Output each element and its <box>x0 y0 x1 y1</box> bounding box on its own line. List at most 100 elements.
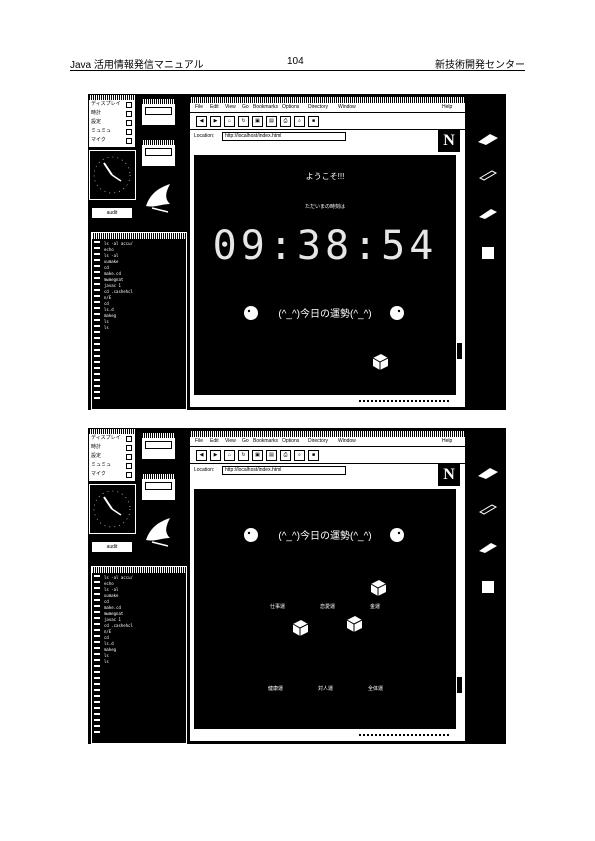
menu-item[interactable]: ミュミュ <box>89 127 135 136</box>
desktop-icon[interactable] <box>476 466 500 480</box>
menu-window[interactable]: Window <box>338 104 356 110</box>
desktop-icon[interactable] <box>476 246 500 260</box>
desktop-icon[interactable] <box>476 206 500 220</box>
header-org: 新技術開発センター <box>435 60 525 71</box>
images-icon[interactable]: ▣ <box>252 450 263 461</box>
terminal-line: cd <box>104 599 109 604</box>
menu-file[interactable]: File <box>195 438 204 444</box>
dice-icon[interactable] <box>290 617 310 637</box>
menu-item[interactable]: マイク <box>89 136 135 145</box>
location-label: Location: <box>194 467 215 473</box>
dice-icon[interactable] <box>368 577 388 597</box>
stop-icon[interactable]: ■ <box>308 450 319 461</box>
terminal-line: echo <box>104 581 114 586</box>
fortune-heading: (^_^)今日の運勢(^_^) <box>278 309 372 320</box>
menu-panel: ディスプレイ 時計 設定 ミュミュ マイク <box>88 428 136 482</box>
penguin-icon <box>388 525 406 543</box>
dice-icon[interactable] <box>370 351 390 371</box>
menu-item[interactable]: 設定 <box>89 118 135 127</box>
print-icon[interactable]: ⎙ <box>280 116 291 127</box>
location-input[interactable]: http://localhost/index.html <box>222 466 346 475</box>
terminal-line: ls <box>104 653 109 658</box>
find-icon[interactable]: ⌕ <box>294 450 305 461</box>
menu-item[interactable]: 設定 <box>89 452 135 461</box>
reload-icon[interactable]: ↻ <box>238 116 249 127</box>
forward-icon[interactable]: ▶ <box>210 116 221 127</box>
menu-item[interactable]: ディスプレイ <box>89 434 135 443</box>
menu-view[interactable]: View <box>225 438 236 444</box>
widget-window <box>141 98 176 126</box>
terminal-line: ls.d <box>104 641 114 646</box>
terminal-line: ls -al <box>104 253 119 258</box>
terminal-line: make.cd <box>104 605 121 610</box>
home-icon[interactable]: ⌂ <box>224 450 235 461</box>
location-bar: Location: http://localhost/index.html <box>190 464 465 476</box>
terminal-line: makeg <box>104 313 117 318</box>
desktop-icon[interactable] <box>476 168 500 182</box>
terminal-line: uumake <box>104 593 119 598</box>
browser-titlebar[interactable] <box>190 431 465 437</box>
menu-window[interactable]: Window <box>338 438 356 444</box>
header-title: Java 活用情報発信マニュアル <box>70 60 204 71</box>
find-icon[interactable]: ⌕ <box>294 116 305 127</box>
time-caption: ただいまの時刻は <box>304 204 345 210</box>
desktop-icon[interactable] <box>476 580 500 594</box>
browser-toolbar: ◀ ▶ ⌂ ↻ ▣ ▤ ⎙ ⌕ ■ <box>190 113 465 130</box>
terminal-line: n/E <box>104 629 112 634</box>
stop-icon[interactable]: ■ <box>308 116 319 127</box>
menu-help[interactable]: Help <box>442 104 453 110</box>
menu-go[interactable]: Go <box>242 104 249 110</box>
scrollbar[interactable] <box>455 489 463 729</box>
menu-options[interactable]: Options <box>282 104 300 110</box>
bird-icon <box>140 508 178 550</box>
browser-window: File Edit View Go Bookmarks Options Dire… <box>189 96 466 408</box>
menu-help[interactable]: Help <box>442 438 453 444</box>
home-icon[interactable]: ⌂ <box>224 116 235 127</box>
menu-item[interactable]: 時計 <box>89 109 135 118</box>
menu-file[interactable]: File <box>195 104 204 110</box>
open-icon[interactable]: ▤ <box>266 450 277 461</box>
browser-menubar: File Edit View Go Bookmarks Options Dire… <box>190 103 465 113</box>
screenshot-fortune: ディスプレイ 時計 設定 ミュミュ マイク audit ls -al accu/… <box>88 428 506 744</box>
menu-directory[interactable]: Directory <box>308 104 329 110</box>
back-icon[interactable]: ◀ <box>196 450 207 461</box>
menu-item[interactable]: ディスプレイ <box>89 100 135 109</box>
open-icon[interactable]: ▤ <box>266 116 277 127</box>
terminal-line: ls -al <box>104 587 119 592</box>
scrollbar[interactable] <box>455 155 463 395</box>
menu-edit[interactable]: Edit <box>210 438 219 444</box>
images-icon[interactable]: ▣ <box>252 116 263 127</box>
menu-go[interactable]: Go <box>242 438 249 444</box>
status-bar <box>194 731 456 739</box>
welcome-title: ようこそ!!! <box>305 172 345 181</box>
menu-item[interactable]: ミュミュ <box>89 461 135 470</box>
fortune-label: 全体運 <box>368 686 384 692</box>
menu-directory[interactable]: Directory <box>308 438 329 444</box>
desktop-icon[interactable] <box>476 502 500 516</box>
forward-icon[interactable]: ▶ <box>210 450 221 461</box>
menu-item[interactable]: マイク <box>89 470 135 479</box>
menu-view[interactable]: View <box>225 104 236 110</box>
analog-clock-icon <box>89 150 136 200</box>
page-number: 104 <box>287 56 304 67</box>
location-label: Location: <box>194 133 215 139</box>
widget-window <box>141 473 176 501</box>
reload-icon[interactable]: ↻ <box>238 450 249 461</box>
back-icon[interactable]: ◀ <box>196 116 207 127</box>
menu-edit[interactable]: Edit <box>210 104 219 110</box>
terminal-line: cd <box>104 265 109 270</box>
menu-bookmarks[interactable]: Bookmarks <box>253 438 279 444</box>
location-input[interactable]: http://localhost/index.html <box>222 132 346 141</box>
desktop-icon[interactable] <box>476 540 500 554</box>
menu-options[interactable]: Options <box>282 438 300 444</box>
menu-item[interactable]: 時計 <box>89 443 135 452</box>
dice-icon[interactable] <box>344 613 364 633</box>
menu-bookmarks[interactable]: Bookmarks <box>253 104 279 110</box>
print-icon[interactable]: ⎙ <box>280 450 291 461</box>
terminal-line: cd .cashehcl <box>104 289 133 294</box>
browser-titlebar[interactable] <box>190 97 465 103</box>
browser-menubar: File Edit View Go Bookmarks Options Dire… <box>190 437 465 447</box>
desktop-icon[interactable] <box>476 132 500 146</box>
